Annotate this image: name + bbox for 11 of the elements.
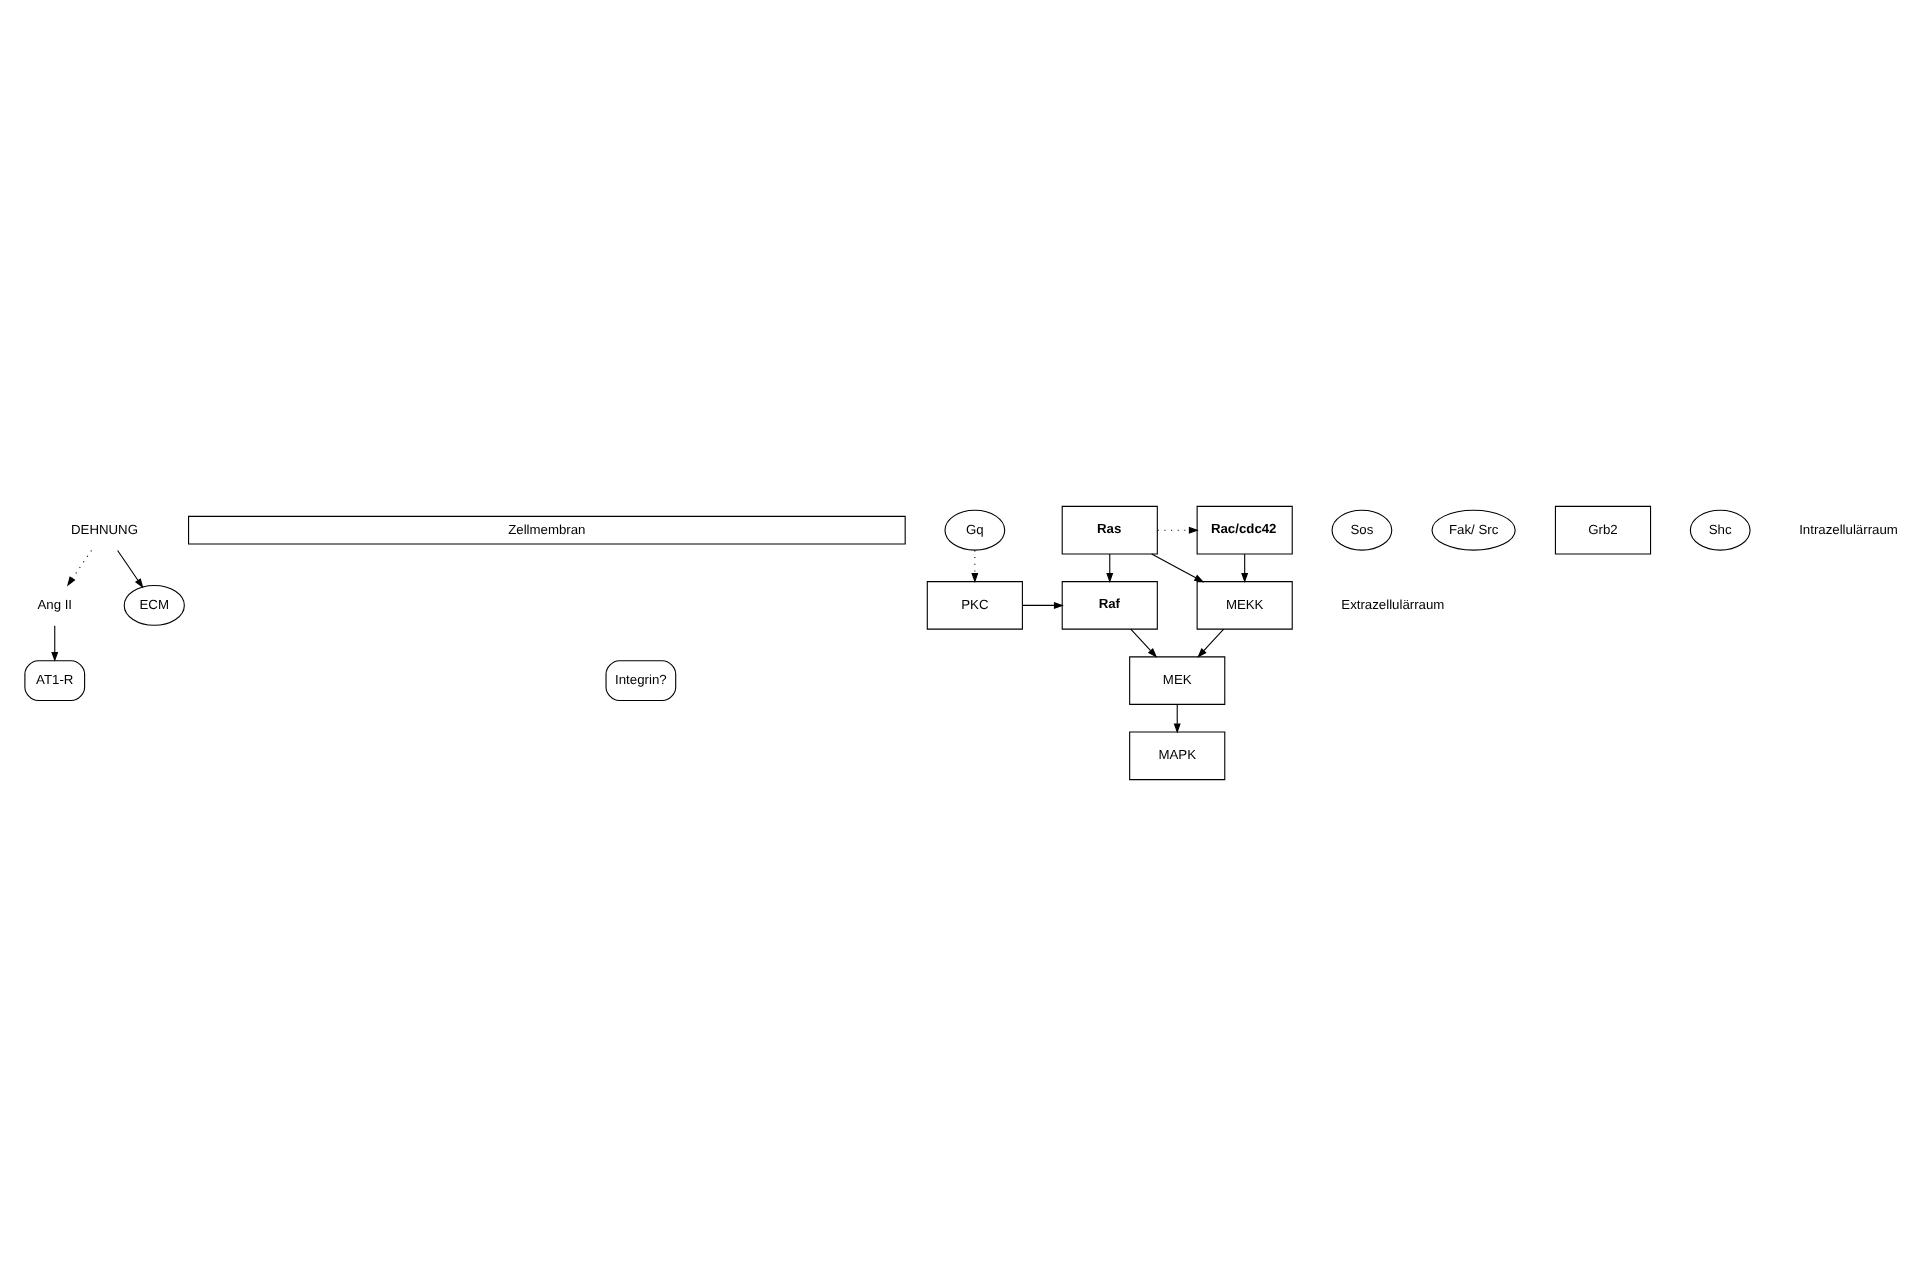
arrow: [1173, 702, 1181, 733]
arrow: [1151, 552, 1205, 582]
arrow: [1197, 627, 1225, 657]
arrow: [117, 548, 144, 588]
arrow: [1106, 552, 1114, 583]
arrow: [51, 624, 59, 661]
arrow: [1157, 525, 1199, 533]
arrow: [1022, 600, 1064, 608]
arrow: [66, 548, 92, 586]
arrow: [1241, 552, 1249, 583]
arrow: [1130, 627, 1158, 657]
